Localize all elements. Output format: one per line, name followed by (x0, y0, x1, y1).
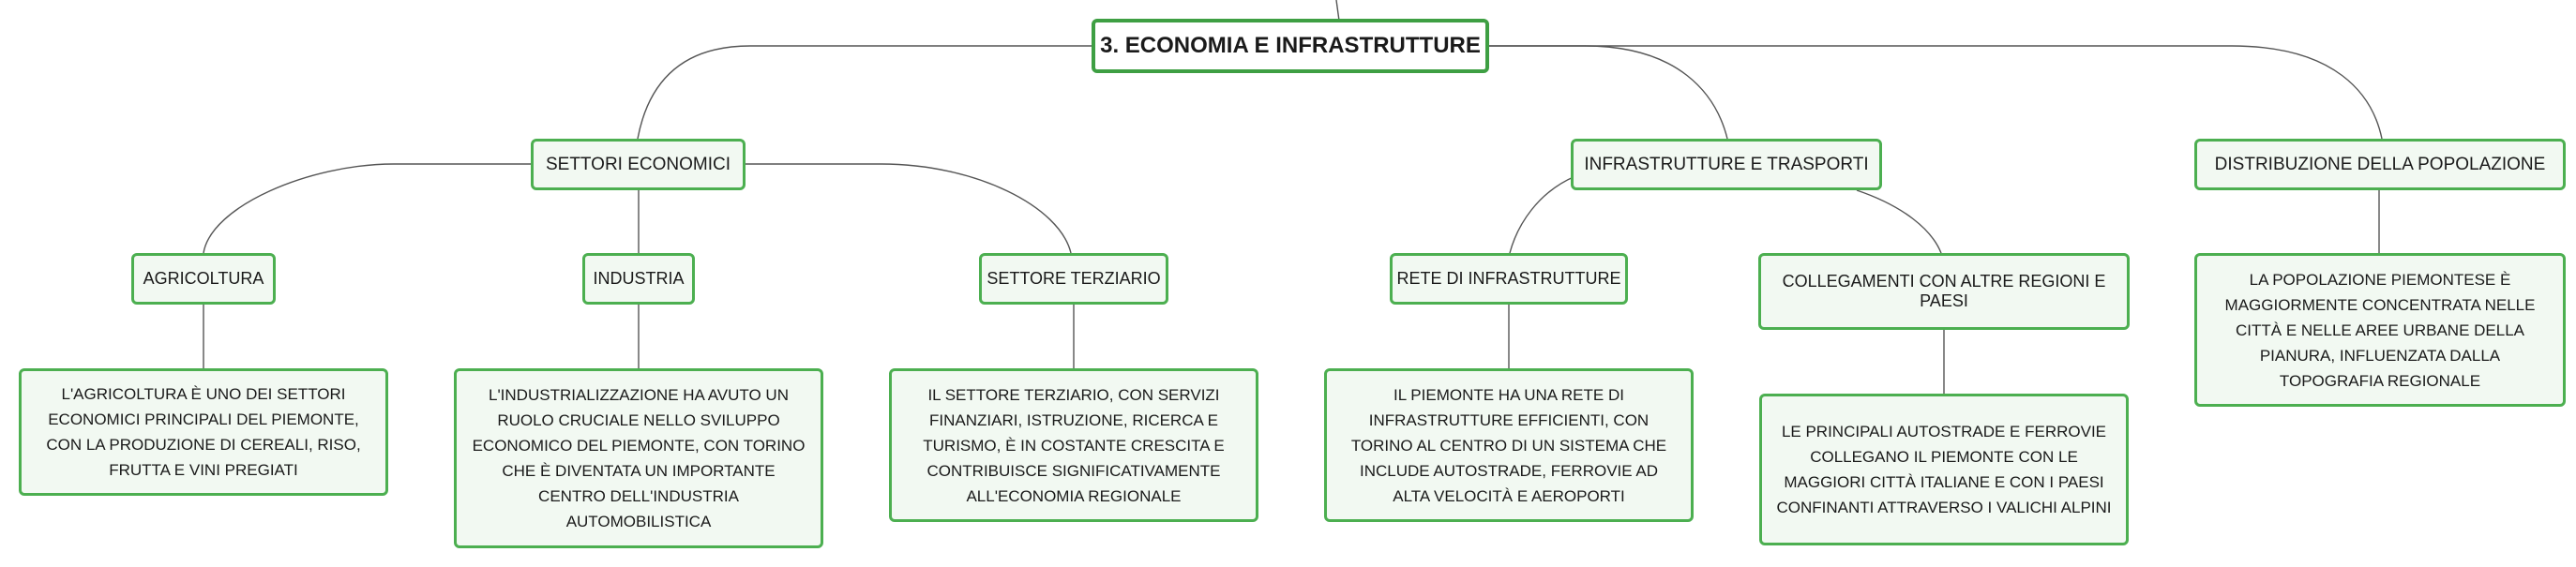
root-node[interactable]: 3. ECONOMIA E INFRASTRUTTURE (1092, 19, 1489, 73)
rete-infrastrutture-label: RETE DI INFRASTRUTTURE (1396, 269, 1621, 288)
node-industria[interactable]: INDUSTRIA (582, 253, 695, 305)
distribuzione-popolazione-label: DISTRIBUZIONE DELLA POPOLAZIONE (2214, 154, 2546, 174)
connector-settori-agricoltura (203, 163, 531, 254)
desc-industria[interactable]: L'INDUSTRIALIZZAZIONE HA AVUTO UN RUOLO … (454, 368, 823, 548)
desc-popolazione-text: LA POPOLAZIONE PIEMONTESE È MAGGIORMENTE… (2224, 270, 2536, 390)
connector-infra-rete (1509, 175, 1576, 254)
connector-settori-terziario (746, 163, 1072, 254)
agricoltura-label: AGRICOLTURA (143, 269, 264, 288)
industria-label: INDUSTRIA (593, 269, 685, 288)
desc-agricoltura-text: L'AGRICOLTURA È UNO DEI SETTORI ECONOMIC… (46, 385, 361, 479)
connector-infra-collegamenti (1856, 189, 1942, 254)
node-settore-terziario[interactable]: SETTORE TERZIARIO (979, 253, 1168, 305)
settore-terziario-label: SETTORE TERZIARIO (987, 269, 1161, 288)
desc-terziario-text: IL SETTORE TERZIARIO, CON SERVIZI FINANZ… (923, 385, 1225, 505)
desc-agricoltura[interactable]: L'AGRICOLTURA È UNO DEI SETTORI ECONOMIC… (19, 368, 388, 496)
node-rete-infrastrutture[interactable]: RETE DI INFRASTRUTTURE (1390, 253, 1628, 305)
desc-collegamenti[interactable]: LE PRINCIPALI AUTOSTRADE E FERROVIE COLL… (1759, 394, 2129, 545)
desc-collegamenti-text: LE PRINCIPALI AUTOSTRADE E FERROVIE COLL… (1776, 423, 2112, 516)
node-infrastrutture-trasporti[interactable]: INFRASTRUTTURE E TRASPORTI (1571, 139, 1882, 190)
node-distribuzione-popolazione[interactable]: DISTRIBUZIONE DELLA POPOLAZIONE (2194, 139, 2566, 190)
desc-popolazione[interactable]: LA POPOLAZIONE PIEMONTESE È MAGGIORMENTE… (2194, 253, 2566, 407)
connector-root-popolazione (1489, 45, 2383, 140)
connector-root-settori (637, 45, 1092, 140)
node-collegamenti[interactable]: COLLEGAMENTI CON ALTRE REGIONI E PAESI (1758, 253, 2130, 330)
desc-rete-infrastrutture-text: IL PIEMONTE HA UNA RETE DI INFRASTRUTTUR… (1350, 385, 1667, 505)
collegamenti-label: COLLEGAMENTI CON ALTRE REGIONI E PAESI (1782, 272, 2106, 310)
settori-economici-label: SETTORI ECONOMICI (545, 154, 731, 174)
node-agricoltura[interactable]: AGRICOLTURA (131, 253, 276, 305)
connector-root-infrastrutture (1489, 45, 1728, 140)
root-label: 3. ECONOMIA E INFRASTRUTTURE (1100, 33, 1481, 58)
infrastrutture-trasporti-label: INFRASTRUTTURE E TRASPORTI (1584, 154, 1869, 174)
desc-rete-infrastrutture[interactable]: IL PIEMONTE HA UNA RETE DI INFRASTRUTTUR… (1324, 368, 1694, 522)
desc-terziario[interactable]: IL SETTORE TERZIARIO, CON SERVIZI FINANZ… (889, 368, 1258, 522)
desc-industria-text: L'INDUSTRIALIZZAZIONE HA AVUTO UN RUOLO … (472, 386, 806, 530)
connector-root-top (1335, 0, 1340, 22)
node-settori-economici[interactable]: SETTORI ECONOMICI (531, 139, 746, 190)
